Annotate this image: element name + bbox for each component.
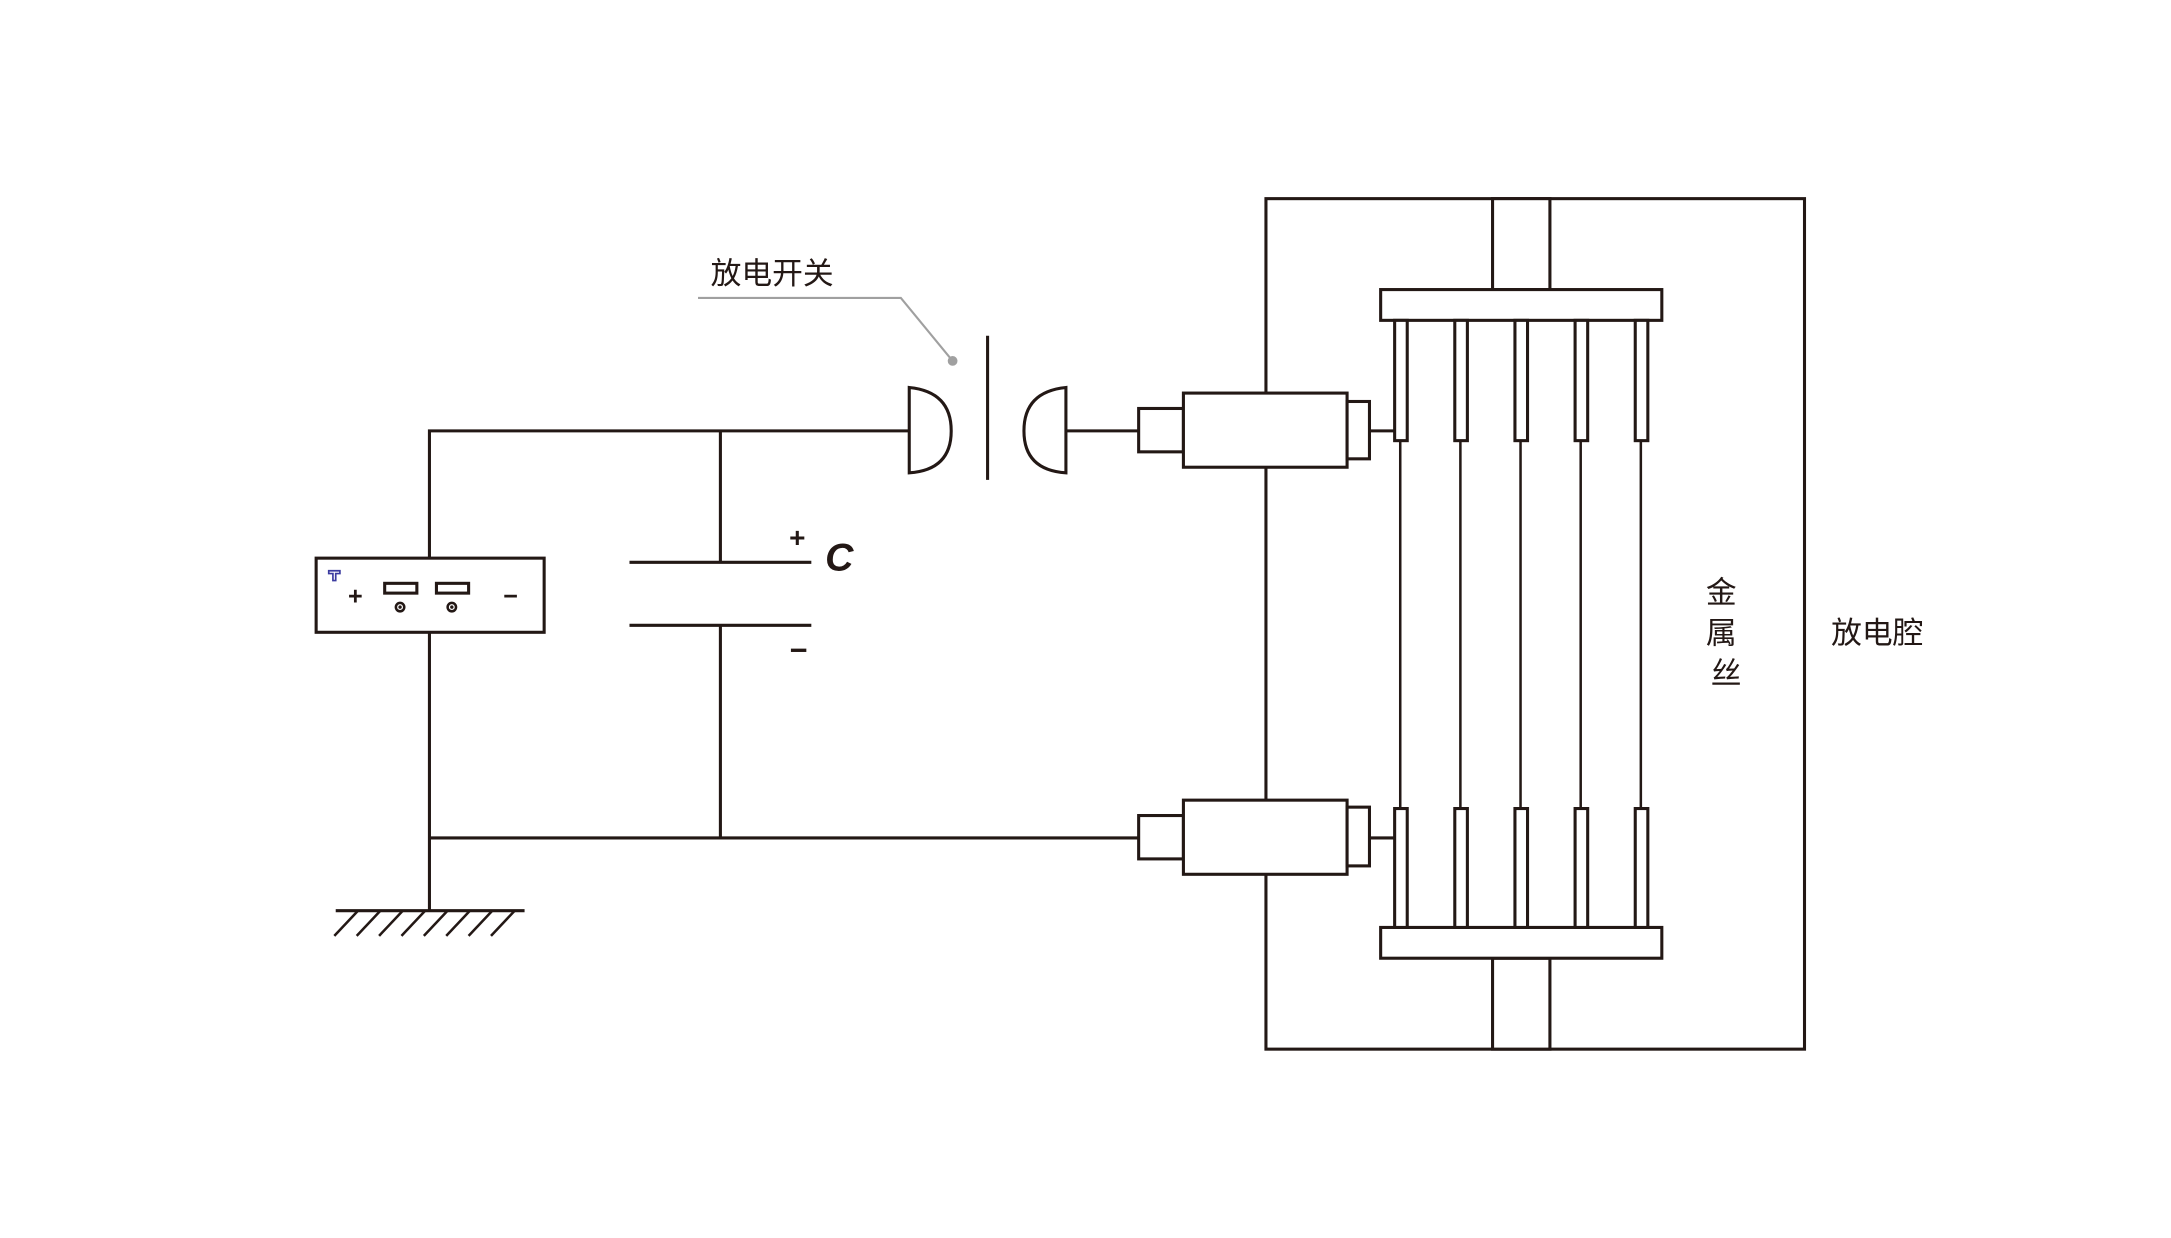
metal-wire-label: 金 属 丝 — [1706, 575, 1747, 692]
terminal-icon — [446, 601, 458, 613]
discharge-chamber: 金 属 丝 放电腔 — [1137, 197, 1923, 1051]
supply-logo-icon — [327, 569, 341, 582]
capacitor-plus: + — [789, 522, 805, 553]
switch-label: 放电开关 — [711, 256, 834, 292]
terminal-icon — [394, 601, 406, 613]
discharge-switch: 放电开关 — [698, 256, 1068, 480]
supply-minus: − — [503, 582, 518, 610]
power-supply: + − — [314, 556, 546, 634]
wires — [427, 429, 1139, 911]
ground-symbol — [333, 909, 525, 937]
upper-connector — [1137, 391, 1395, 469]
electrodes — [1393, 318, 1650, 929]
capacitor-minus: − — [790, 632, 808, 667]
switch-leader-line — [698, 296, 954, 362]
metal-wires — [1398, 440, 1643, 809]
supply-plus: + — [348, 582, 363, 610]
lower-connector — [1137, 798, 1395, 876]
chamber-label: 放电腔 — [1831, 615, 1923, 651]
capacitor: + C − — [629, 522, 854, 667]
capacitor-label: C — [825, 537, 854, 580]
